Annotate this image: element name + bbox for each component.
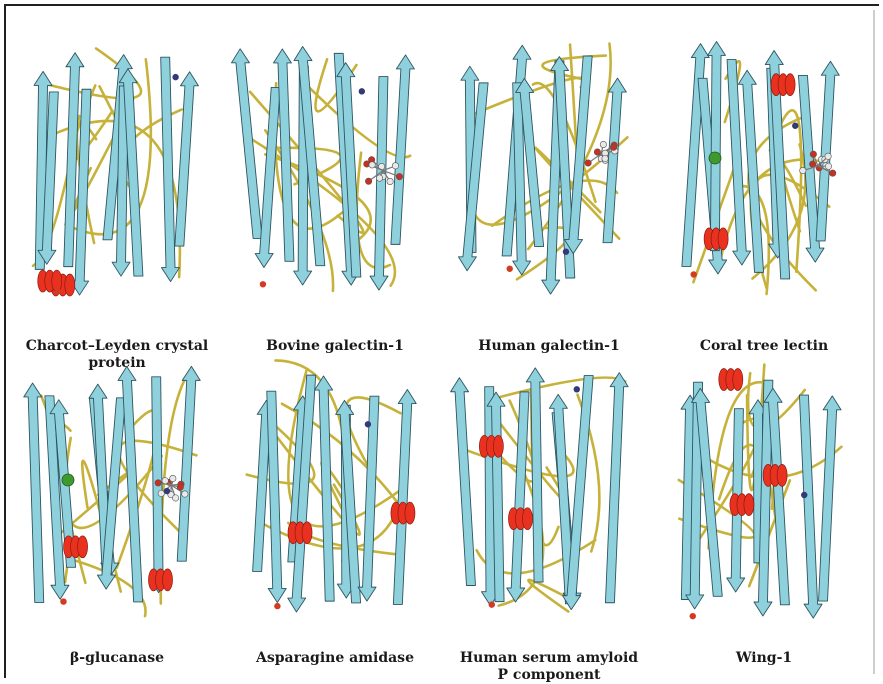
structure-ribbon-beta-glucanase [8,340,226,640]
metal-ion-marker [709,152,721,164]
beta-strand [605,373,628,603]
alpha-helix [704,228,728,250]
n-terminus-marker [365,421,371,427]
panel-wing-1: Wing-1 [655,340,873,680]
panel-human-serum-amyloid-p: Human serum amyloid P component [440,340,658,680]
caption-human-serum-amyloid-p: Human serum amyloid P component [440,650,658,684]
c-terminus-marker [690,271,696,277]
ribbon-group [682,41,839,294]
figure-right-border [873,10,875,674]
figure-left-border [4,4,6,678]
c-terminus-marker [60,598,66,604]
c-terminus-marker [489,601,495,607]
panel-coral-tree-lectin: Coral tree lectin [655,18,873,358]
beta-strand [175,72,199,246]
ribbon-group [451,368,629,612]
beta-strand [393,390,416,605]
n-terminus-marker [359,88,365,94]
alpha-helix [508,508,532,530]
structure-ribbon-wing-1 [655,340,873,640]
alpha-helix [64,536,88,558]
beta-strand [819,396,842,601]
caption-asparagine-amidase: Asparagine amidase [226,650,444,667]
figure-top-border [4,4,879,6]
c-terminus-marker [507,266,513,272]
panel-asparagine-amidase: Asparagine amidase [226,340,444,680]
alpha-helix [771,74,795,96]
alpha-helix [149,569,173,591]
c-terminus-marker [690,613,696,619]
beta-strand [370,77,388,290]
n-terminus-marker [792,123,798,129]
caption-wing-1: Wing-1 [655,650,873,667]
panel-charcot-leyden: Charcot–Leyden crystal protein [8,18,226,358]
beta-strand [816,61,839,241]
structure-ribbon-human-galectin-1 [440,18,658,318]
coil-loop [497,378,625,398]
alpha-helix [479,435,503,457]
panel-bovine-galectin-1: Bovine galectin-1 [226,18,444,358]
structure-ribbon-bovine-galectin-1 [226,18,444,318]
alpha-helix [719,369,743,391]
ribbon-group [247,360,416,612]
beta-strand [177,366,200,561]
beta-strand [507,392,529,602]
beta-strand [24,383,44,602]
coil-loop [309,88,410,158]
n-terminus-marker [574,386,580,392]
alpha-helix [288,522,312,544]
n-terminus-marker [563,249,569,255]
beta-strand [161,57,180,281]
n-terminus-marker [172,74,178,80]
alpha-helix [730,494,754,516]
beta-strand [391,55,414,244]
panel-human-galectin-1: Human galectin-1 [440,18,658,358]
structure-ribbon-human-serum-amyloid-p [440,340,658,640]
beta-strand [451,378,476,586]
beta-strand [255,87,280,267]
alpha-helix [763,464,787,486]
n-terminus-marker [164,488,170,494]
caption-beta-glucanase: β-glucanase [8,650,226,667]
c-terminus-marker [260,281,266,287]
alpha-helix [391,502,415,524]
structure-ribbon-charcot-leyden [8,18,226,318]
c-terminus-marker [274,603,280,609]
ribbon-group [33,48,198,296]
panel-beta-glucanase: β-glucanase [8,340,226,680]
c-terminus-marker [54,288,60,294]
beta-strand [267,391,286,602]
beta-strand [799,395,822,618]
structure-ribbon-coral-tree-lectin [655,18,873,318]
ribbon-group [231,47,414,291]
ribbon-group [24,366,201,616]
metal-ion-marker [62,474,74,486]
ribbon-group [458,44,627,295]
n-terminus-marker [801,492,807,498]
ribbon-group [679,365,842,620]
structure-ribbon-asparagine-amidase [226,340,444,640]
